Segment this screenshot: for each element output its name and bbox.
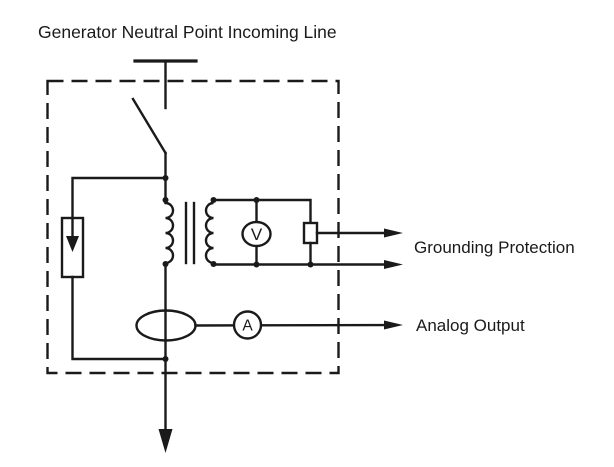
analog-output-circuit: A Analog Output [135, 309, 525, 342]
equipment-boundary-box [46, 79, 340, 375]
grounding-protection-label: Grounding Protection [414, 238, 575, 257]
incoming-line-bus-icon [133, 59, 198, 110]
disconnect-switch-icon [131, 97, 168, 205]
junction-dot [162, 175, 169, 181]
voltmeter-body [241, 220, 272, 248]
surge-arrester-icon [60, 216, 85, 279]
terminal-dot [162, 261, 169, 267]
analog-output-label: Analog Output [416, 316, 525, 335]
junction-dot [253, 261, 260, 268]
arrester-top-wire [71, 176, 167, 220]
switch-blade [131, 97, 168, 155]
voltmeter-icon: V [241, 220, 272, 248]
ammeter-body [232, 310, 263, 340]
ammeter-wire [194, 323, 389, 327]
output-arrow-icon [384, 320, 403, 330]
resistor-body [302, 221, 319, 245]
secondary-top-wire [212, 198, 312, 225]
ground-outgoing-arrow-icon [158, 429, 173, 453]
ammeter-icon: A [232, 310, 263, 340]
arrester-bottom-wire [71, 275, 167, 361]
primary-winding [165, 201, 175, 265]
ammeter-letter: A [242, 318, 253, 335]
junction-dot [162, 356, 169, 362]
secondary-winding [204, 201, 214, 265]
junction-dot [253, 197, 260, 203]
diagram-title: Generator Neutral Point Incoming Line [38, 22, 337, 42]
output-arrow-icon [384, 260, 403, 269]
arrester-arrow-head [66, 236, 79, 252]
resistor-icon [302, 221, 319, 266]
grounding-protection-output: Grounding Protection [315, 228, 575, 269]
surge-arrester-branch [60, 176, 167, 361]
terminal-dot [162, 197, 169, 203]
junction-dot [307, 261, 314, 268]
voltmeter-letter: V [251, 225, 263, 244]
voltage-transformer-icon [162, 197, 217, 267]
output-arrow-icon [384, 228, 403, 238]
